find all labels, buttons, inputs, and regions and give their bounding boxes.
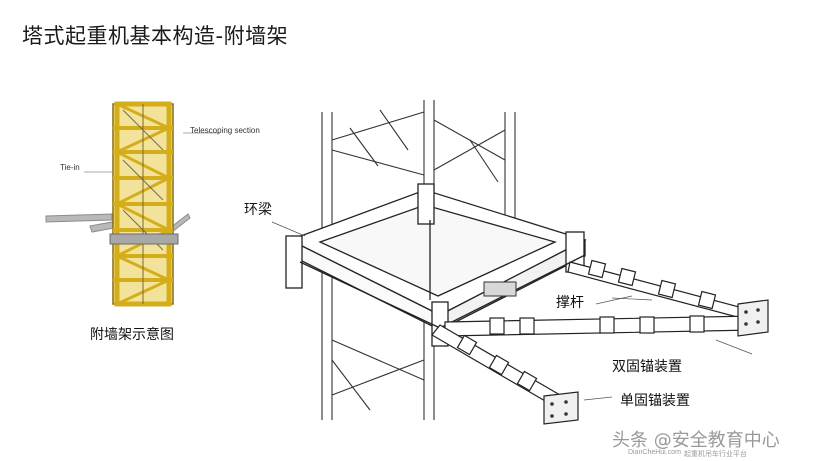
tie-in-label: Tie-in xyxy=(60,163,80,172)
page-title: 塔式起重机基本构造-附墙架 xyxy=(22,24,289,48)
left-figure-caption: 附墙架示意图 xyxy=(90,327,174,343)
bolt-plate xyxy=(483,281,517,297)
double-anchor-bolts xyxy=(744,308,760,326)
double-anchor-label: 双固锚装置 xyxy=(612,359,682,375)
yellow-lattice-tower xyxy=(112,101,174,307)
telescoping-label: Telescoping section xyxy=(190,126,260,135)
watermark-logo-sub: DianCheHui.com xyxy=(628,449,681,456)
strut-label: 撑杆 xyxy=(556,295,584,311)
single-anchor-label: 单固锚装置 xyxy=(620,393,690,409)
single-anchor-strut xyxy=(431,324,579,425)
ring-beam-label: 环梁 xyxy=(244,202,272,218)
tie-in-arms xyxy=(45,213,191,233)
tie-in-collar xyxy=(109,233,179,245)
label-leaders xyxy=(271,221,753,401)
double-anchor-struts xyxy=(444,259,769,337)
watermark-text: 头条 @安全教育中心 xyxy=(612,430,780,451)
single-anchor-bolts xyxy=(550,400,568,418)
watermark-sub-text: 起重机吊车行业平台 xyxy=(684,451,747,458)
